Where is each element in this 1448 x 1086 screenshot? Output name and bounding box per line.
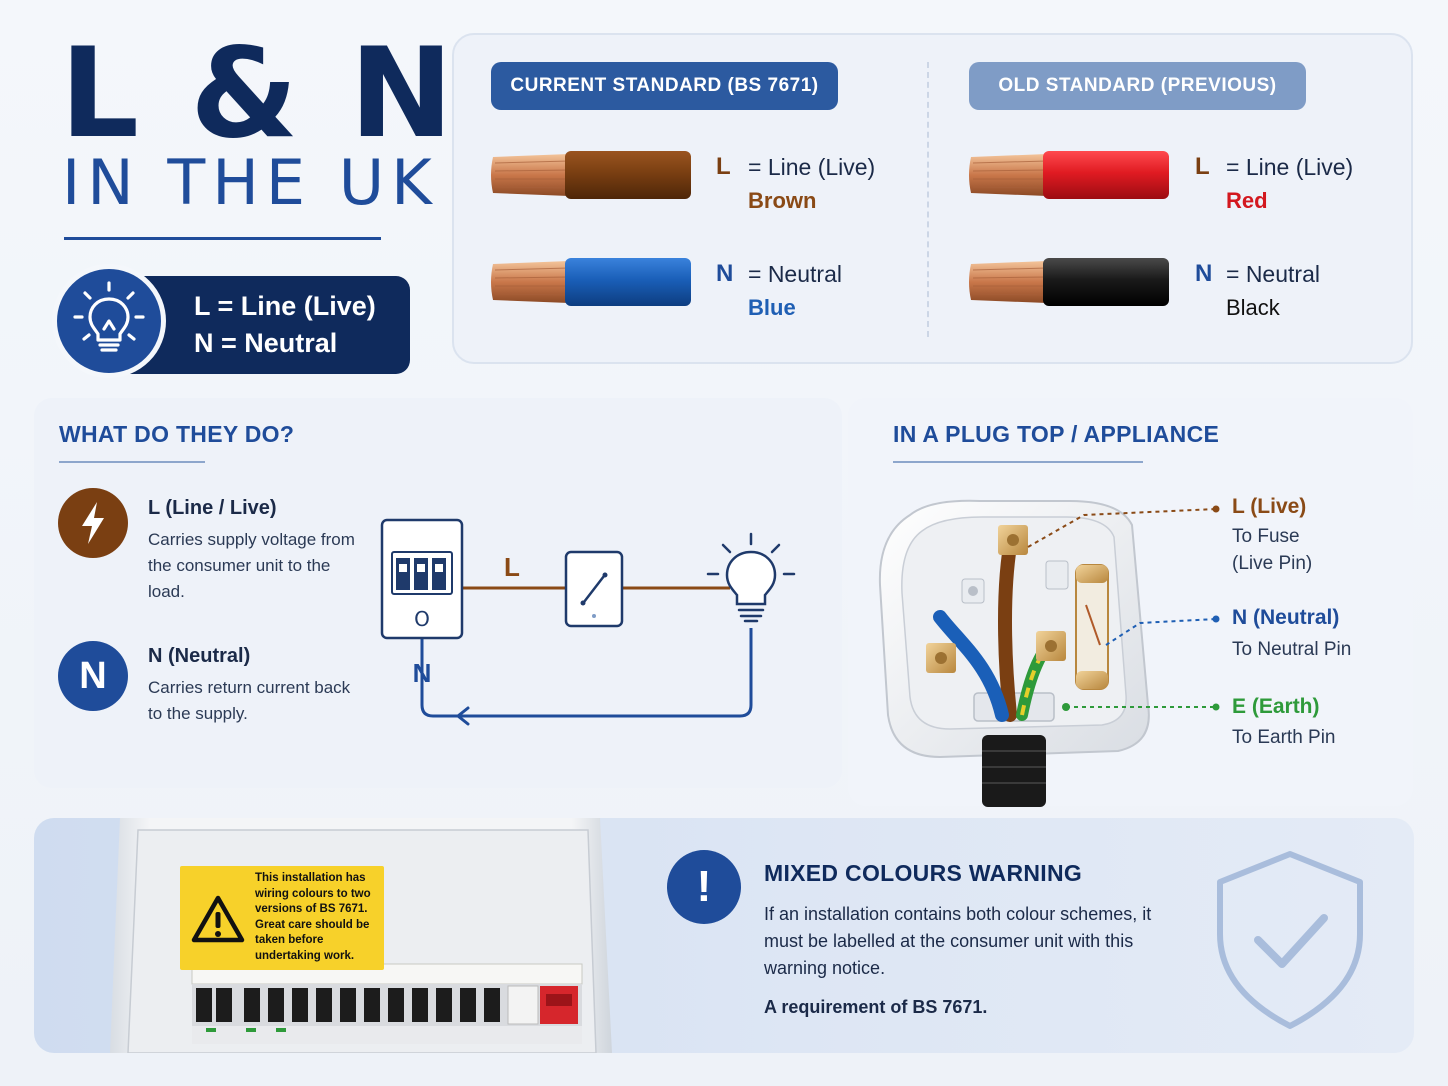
switch-icon (564, 550, 624, 628)
diagram-line-label: L (504, 552, 520, 582)
black-wire-icon (969, 258, 1169, 306)
title-divider (64, 237, 381, 240)
warning-requirement: A requirement of BS 7671. (764, 997, 988, 1017)
current-n-colour: Blue (748, 295, 796, 320)
plug-live-pin: (Live Pin) (1232, 553, 1313, 574)
badge-line-text: L = Line (Live) (194, 291, 376, 321)
warning-title: MIXED COLOURS WARNING (764, 860, 1083, 886)
old-n-letter: N (1195, 260, 1213, 287)
old-n-desc: = Neutral (1226, 261, 1320, 287)
page-subtitle: IN THE UK (62, 146, 439, 219)
red-wire-icon (969, 151, 1169, 199)
old-l-colour: Red (1226, 188, 1268, 213)
function-title-rule (59, 461, 205, 463)
plug-illustration (878, 499, 1220, 807)
diagram-neutral-label: N (413, 658, 432, 688)
blue-wire-icon (491, 258, 691, 306)
function-title: WHAT DO THEY DO? (59, 421, 295, 447)
plug-live-text: To Fuse (1232, 526, 1300, 547)
plug-earth-heading: E (Earth) (1232, 695, 1320, 718)
current-l-letter: L (716, 153, 731, 180)
lightning-badge (58, 488, 128, 558)
line-function-heading: L (Line / Live) (148, 497, 277, 519)
consumer-unit-glyph: O (414, 607, 430, 631)
current-l-colour: Brown (748, 188, 817, 213)
old-l-letter: L (1195, 153, 1210, 180)
page-title: L & N (60, 22, 458, 166)
consumer-unit-icon (380, 518, 464, 640)
warning-notice-label (180, 866, 384, 970)
brown-wire-icon (491, 151, 691, 199)
current-l-desc: = Line (Live) (748, 154, 876, 180)
standards-divider (927, 62, 929, 337)
lightbulb-badge (52, 264, 166, 378)
warning-triangle-icon (191, 895, 245, 943)
neutral-function-text: Carries return current back to the suppl… (148, 678, 351, 723)
plug-title: IN A PLUG TOP / APPLIANCE (893, 421, 1220, 447)
shield-check-icon (1217, 851, 1363, 1029)
lamp-icon (706, 532, 796, 623)
warning-text: If an installation contains both colour … (764, 904, 1152, 978)
plug-neutral-heading: N (Neutral) (1232, 606, 1340, 629)
alert-icon: ! (667, 850, 741, 924)
plug-neutral-text: To Neutral Pin (1232, 639, 1352, 660)
lightning-icon (82, 502, 104, 544)
warning-notice-text: This installation has wiring colours to … (255, 872, 371, 962)
current-n-letter: N (716, 260, 734, 287)
plug-live-heading: L (Live) (1232, 495, 1307, 518)
plug-title-rule (893, 461, 1143, 463)
old-n-colour: Black (1226, 295, 1280, 320)
neutral-function-heading: N (Neutral) (148, 645, 251, 667)
badge-neutral-text: N = Neutral (194, 328, 338, 358)
circuit-diagram: O L N (380, 518, 796, 726)
old-standard-label: OLD STANDARD (PREVIOUS) (969, 62, 1306, 110)
current-n-desc: = Neutral (748, 261, 842, 287)
current-standard-label: CURRENT STANDARD (BS 7671) (491, 62, 838, 110)
neutral-badge: N (58, 641, 128, 711)
plug-earth-text: To Earth Pin (1232, 727, 1336, 748)
old-l-desc: = Line (Live) (1226, 154, 1354, 180)
lightbulb-icon (73, 281, 145, 352)
line-function-text: Carries supply voltage from the consumer… (148, 530, 355, 601)
